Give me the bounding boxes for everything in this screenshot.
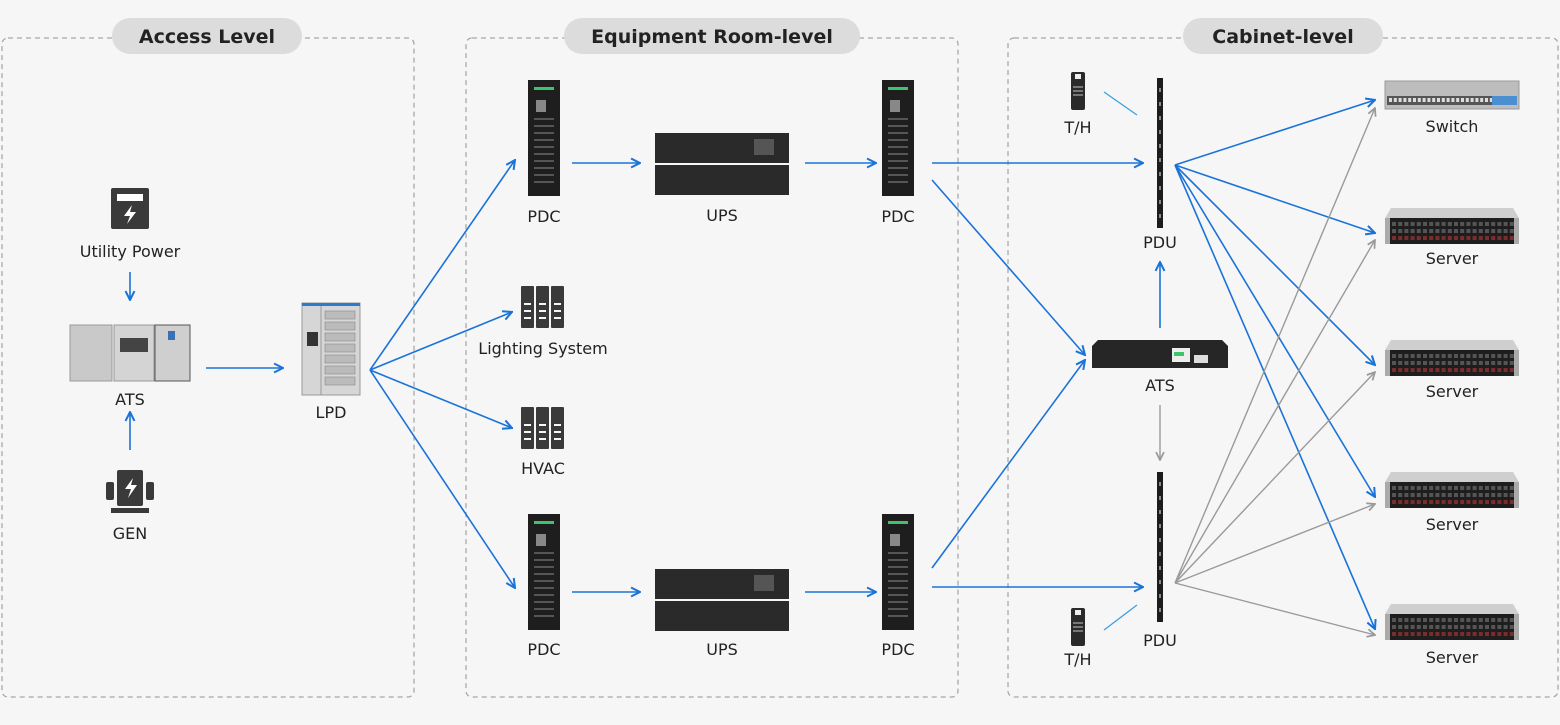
node-label: T/H: [1063, 650, 1091, 669]
edge-pdu2-to-switch: [1174, 108, 1375, 584]
ups-icon: [655, 569, 789, 631]
panel-title: Equipment Room-level: [591, 26, 833, 48]
edge-pdu1-to-srv4: [1174, 164, 1375, 629]
edge-pdu2-to-srv1: [1174, 240, 1375, 584]
server-icon: [1385, 604, 1519, 640]
node-label: UPS: [706, 206, 738, 225]
panel-title: Access Level: [139, 26, 275, 48]
node-utility: Utility Power: [80, 188, 181, 261]
sensor-icon: [1071, 72, 1085, 110]
node-label: Server: [1426, 249, 1479, 268]
node-ats1: ATS: [69, 324, 191, 409]
node-light: Lighting System: [478, 286, 608, 358]
pdu-strip-icon: [1157, 78, 1163, 228]
node-label: HVAC: [521, 459, 565, 478]
node-label: Server: [1426, 515, 1479, 534]
edge-pdu2-to-srv4: [1174, 582, 1375, 635]
building-icon: [521, 407, 564, 449]
edge-th1-to-pdu1: [1103, 91, 1138, 116]
switchgear-icon: [301, 302, 361, 396]
rack-ats-icon: [1092, 340, 1228, 368]
building-icon: [521, 286, 564, 328]
node-label: PDC: [881, 207, 914, 226]
node-pdu1: PDU: [1143, 78, 1177, 252]
node-ats2: ATS: [1092, 340, 1228, 395]
node-label: T/H: [1063, 118, 1091, 137]
node-hvac: HVAC: [521, 407, 565, 478]
node-label: Server: [1426, 648, 1479, 667]
node-pdc3: PDC: [527, 514, 561, 659]
edge-pdc2-to-ats2: [931, 179, 1085, 355]
panel-border: [465, 37, 959, 698]
pdu-strip-icon: [1157, 472, 1163, 622]
node-lpd: LPD: [301, 302, 361, 422]
panel-title-pill: [112, 18, 302, 54]
node-label: ATS: [1145, 376, 1175, 395]
node-srv4: Server: [1385, 604, 1519, 667]
edge-lpd-to-hvac: [369, 369, 512, 428]
node-label: ATS: [115, 390, 145, 409]
server-icon: [1385, 208, 1519, 244]
edge-pdc4-to-ats2: [931, 360, 1085, 569]
pdc-rack-icon: [528, 514, 560, 630]
edge-lpd-to-pdc3: [369, 369, 515, 588]
node-label: Server: [1426, 382, 1479, 401]
edge-th2-to-pdu2: [1103, 604, 1138, 631]
pdc-rack-icon: [882, 80, 914, 196]
node-ups1: UPS: [655, 133, 789, 225]
node-ups2: UPS: [655, 569, 789, 659]
panel-room: Equipment Room-level: [465, 18, 959, 698]
node-label: PDU: [1143, 631, 1177, 650]
panel-title-pill: [1183, 18, 1383, 54]
node-label: UPS: [706, 640, 738, 659]
node-srv3: Server: [1385, 472, 1519, 534]
pdc-rack-icon: [528, 80, 560, 196]
edge-lpd-to-light: [369, 312, 512, 371]
edge-pdu1-to-srv2: [1174, 164, 1375, 365]
panel-cabinet: Cabinet-level: [1007, 18, 1559, 698]
node-label: PDC: [527, 640, 560, 659]
node-srv1: Server: [1385, 208, 1519, 268]
node-label: PDC: [527, 207, 560, 226]
panel-border: [1007, 37, 1559, 698]
pdc-rack-icon: [882, 514, 914, 630]
node-pdc1: PDC: [527, 80, 561, 226]
ats-cabinet-icon: [69, 324, 191, 382]
node-srv2: Server: [1385, 340, 1519, 401]
node-pdu2: PDU: [1143, 472, 1177, 650]
network-switch-icon: [1384, 80, 1520, 110]
node-th1: T/H: [1063, 72, 1092, 137]
node-label: PDU: [1143, 233, 1177, 252]
node-switch: Switch: [1384, 80, 1520, 136]
server-icon: [1385, 340, 1519, 376]
node-pdc4: PDC: [881, 514, 915, 659]
edge-pdu1-to-srv1: [1174, 164, 1375, 233]
node-pdc2: PDC: [881, 80, 915, 226]
edge-pdu1-to-srv3: [1174, 164, 1375, 497]
edge-lpd-to-pdc1: [369, 160, 515, 371]
edge-pdu2-to-srv3: [1174, 504, 1375, 584]
node-label: Lighting System: [478, 339, 607, 358]
node-gen: GEN: [106, 470, 154, 543]
panel-title-pill: [564, 18, 860, 54]
sensor-icon: [1071, 608, 1085, 646]
node-label: Utility Power: [80, 242, 181, 261]
node-label: LPD: [316, 403, 347, 422]
node-label: PDC: [881, 640, 914, 659]
panel-access: Access Level: [1, 18, 415, 698]
ups-icon: [655, 133, 789, 195]
edge-pdu1-to-switch: [1174, 100, 1375, 166]
panel-title: Cabinet-level: [1212, 26, 1353, 48]
node-th2: T/H: [1063, 608, 1092, 669]
node-label: GEN: [113, 524, 147, 543]
edge-pdu2-to-srv2: [1174, 372, 1375, 584]
utility-power-icon: [111, 188, 149, 229]
generator-icon: [106, 470, 154, 513]
node-label: Switch: [1426, 117, 1479, 136]
server-icon: [1385, 472, 1519, 508]
